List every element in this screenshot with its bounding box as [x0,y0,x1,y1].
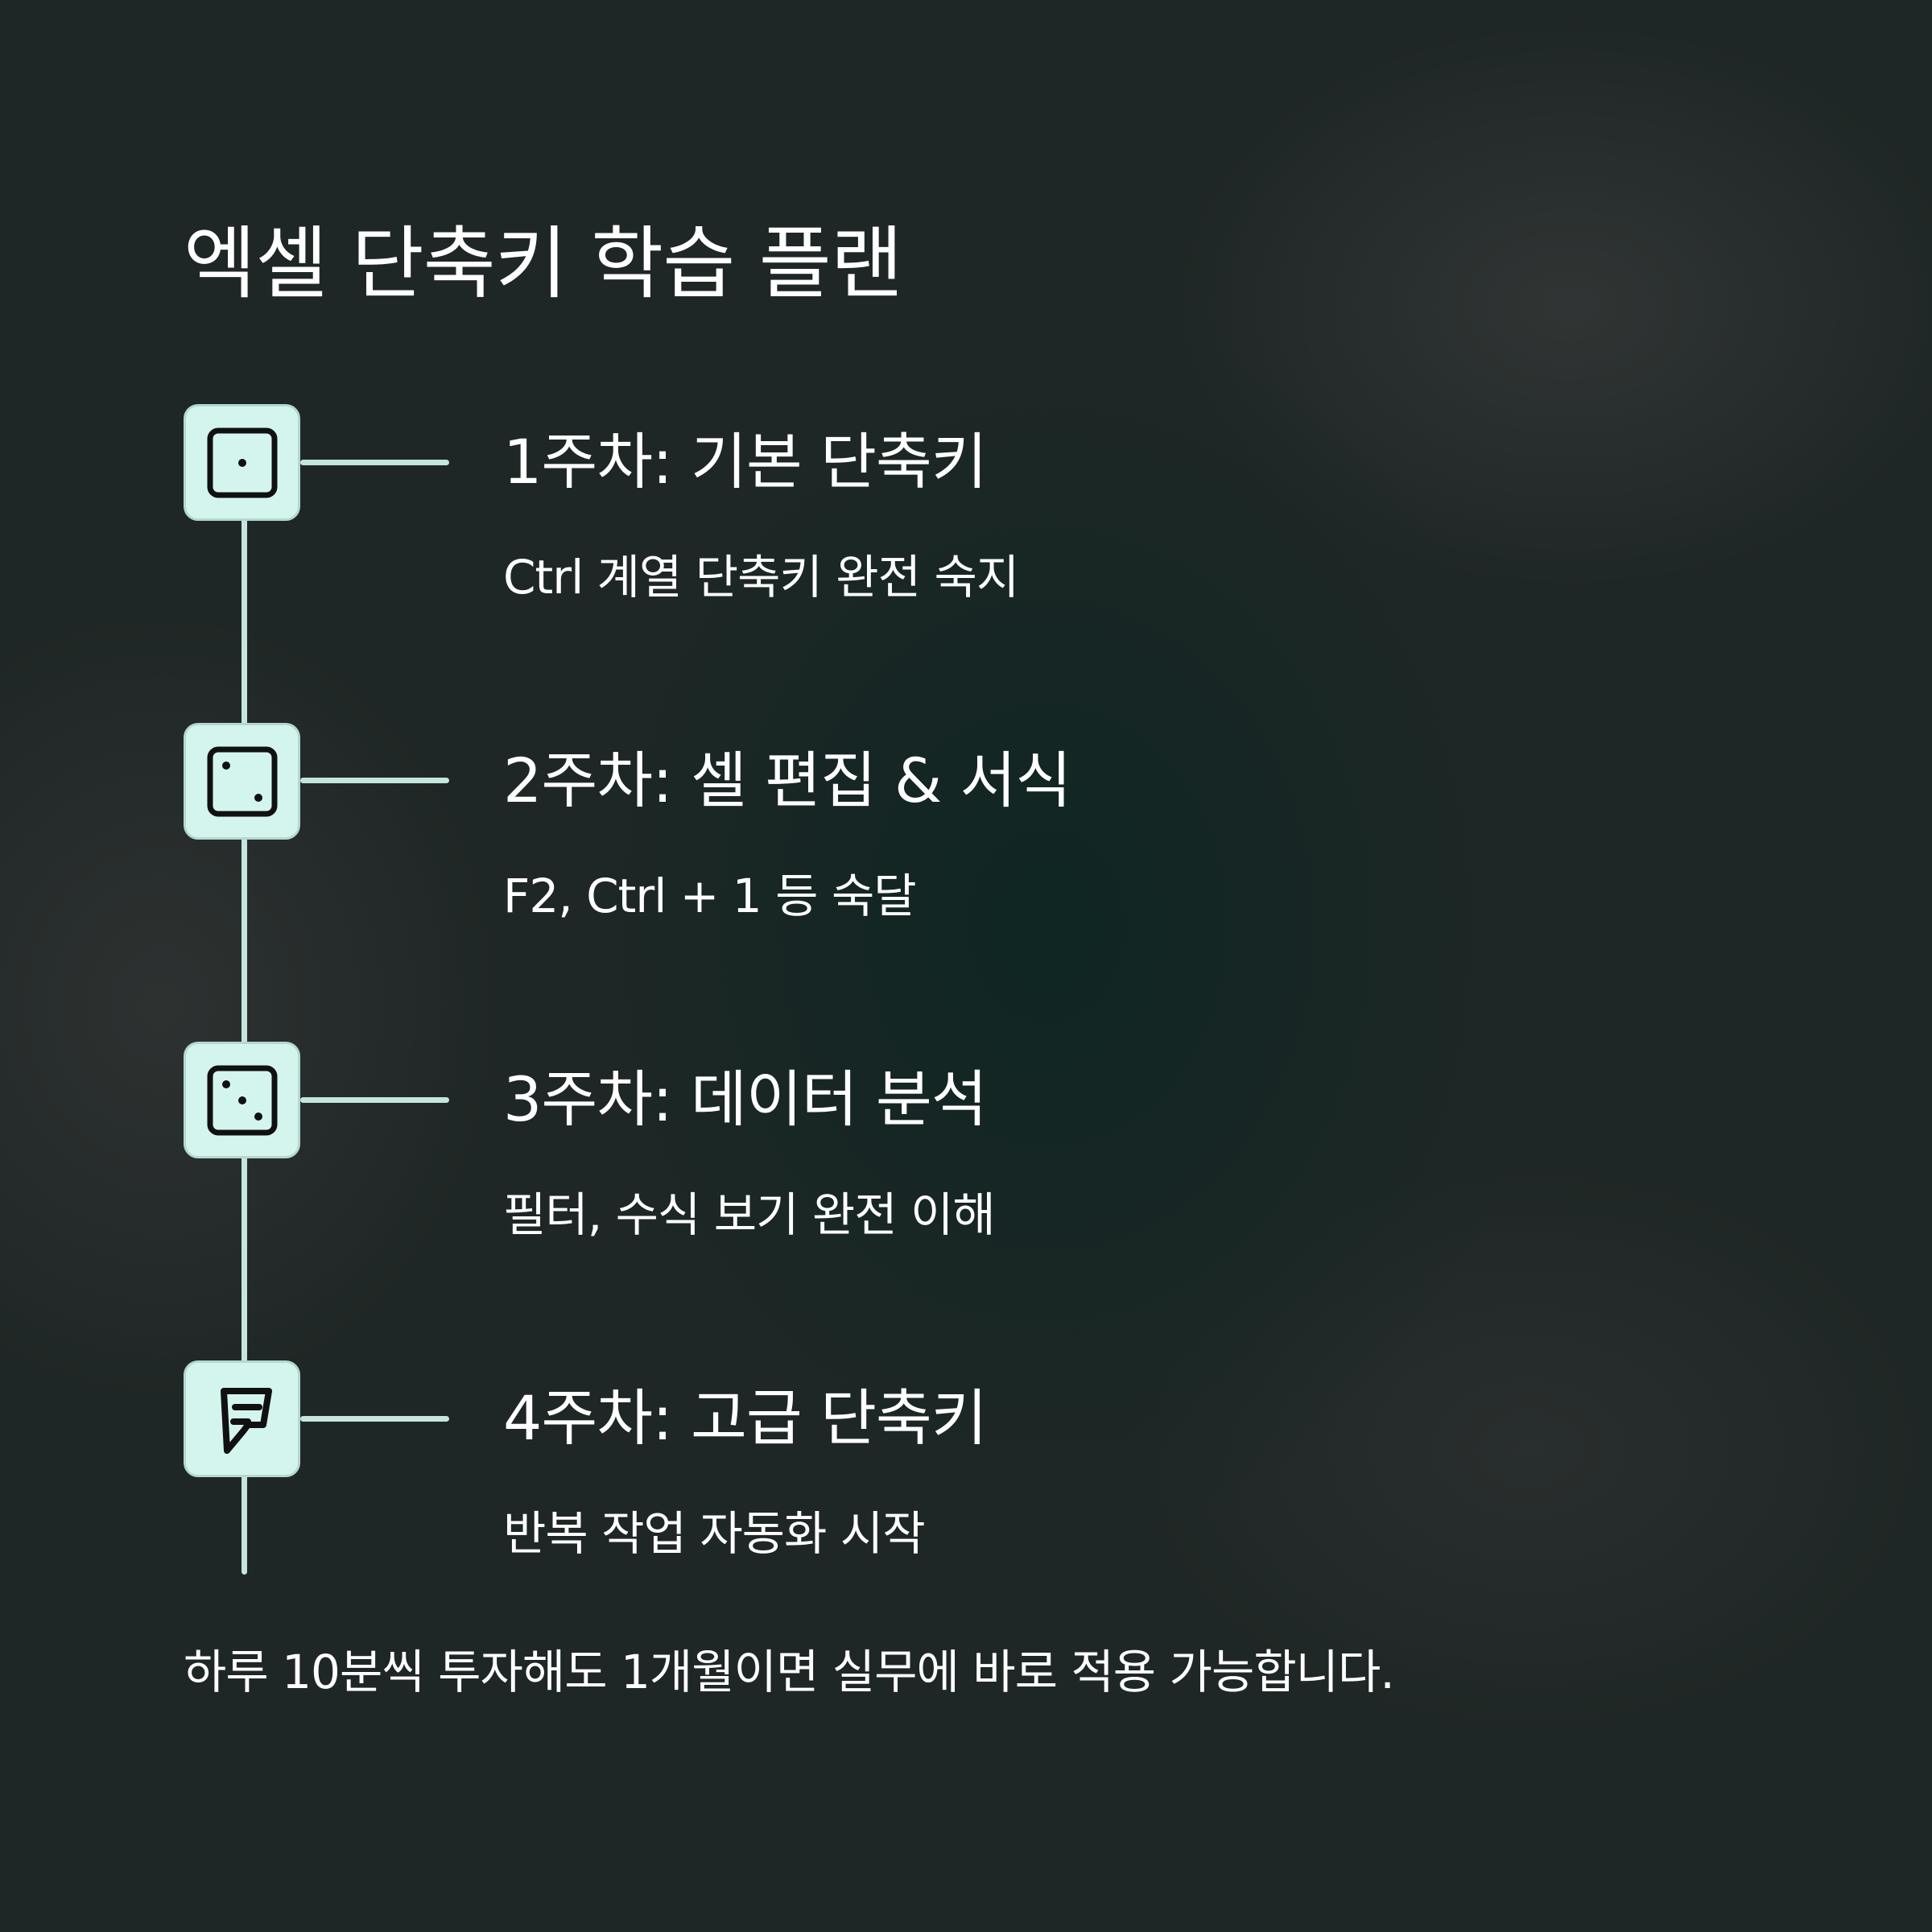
page-title: 엑셀 단축키 학습 플랜 [184,218,903,310]
step-3-title: 3주차: 데이터 분석 [503,1063,988,1135]
step-3-icon-box [184,1042,300,1158]
step-1-connector [300,460,449,465]
step-2-description: F2, Ctrl + 1 등 숙달 [503,869,917,923]
step-2-connector [300,778,449,783]
dice-two-icon [207,746,277,816]
step-2-title: 2주차: 셀 편집 & 서식 [503,745,1071,816]
step-4-description: 반복 작업 자동화 시작 [503,1506,926,1561]
step-3-description: 필터, 수식 보기 완전 이해 [503,1187,996,1242]
step-4-icon-box [184,1360,300,1477]
timeline-line [242,483,247,1575]
step-4-connector [300,1416,449,1422]
step-1-title: 1주차: 기본 단축키 [503,426,988,497]
dice-three-icon [207,1065,277,1135]
step-1-icon-box [184,404,300,521]
footer-note: 하루 10분씩 투자해도 1개월이면 실무에 바로 적용 가능합니다. [184,1645,1395,1699]
step-4-title: 4주차: 고급 단축키 [503,1382,988,1454]
dice-one-icon [207,427,277,497]
step-3-connector [300,1097,449,1103]
step-2-icon-box [184,723,300,840]
foursquare-icon [220,1387,272,1454]
step-1-description: Ctrl 계열 단축키 완전 숙지 [503,550,1019,605]
